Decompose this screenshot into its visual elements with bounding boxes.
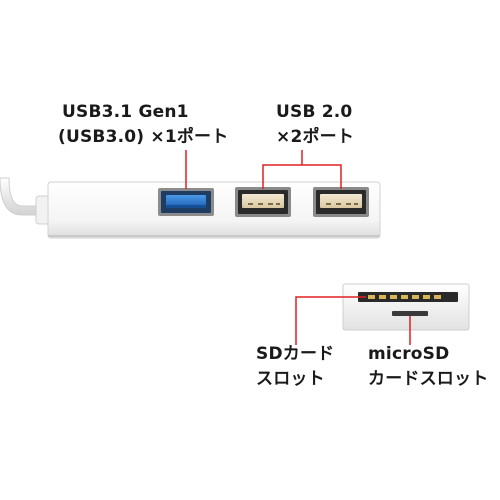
microsd-label-line1: microSD — [368, 344, 450, 364]
microsd-slot — [392, 311, 428, 316]
usb3-port — [158, 188, 214, 216]
usb2-port-2 — [313, 187, 369, 217]
usb2-port-1 — [235, 187, 291, 217]
usb3-port-label: USB3.1 Gen1 (USB3.0) ×1ポート — [58, 100, 228, 150]
sd-label-line1: SDカード — [256, 344, 335, 364]
usb2-label-line1: USB 2.0 — [276, 102, 353, 122]
usb-hub-illustration — [0, 177, 381, 239]
sd-label-line2: スロット — [256, 369, 325, 389]
usb3-label-line1: USB3.1 Gen1 — [62, 102, 189, 122]
microsd-slot-label: microSD カードスロット — [368, 342, 488, 392]
card-reader-body — [342, 283, 470, 331]
sd-slot — [358, 292, 458, 302]
microsd-label-line2: カードスロット — [368, 369, 489, 389]
sd-slot-label: SDカード スロット — [256, 342, 334, 392]
card-reader-illustration — [342, 283, 470, 331]
usb2-port-label: USB 2.0 ×2ポート — [276, 100, 354, 150]
usb2-callout-bracket — [262, 150, 342, 189]
usb2-label-line2: ×2ポート — [276, 127, 355, 147]
usb3-label-line2: (USB3.0) ×1ポート — [58, 127, 229, 147]
sd-callout-line — [295, 296, 366, 345]
